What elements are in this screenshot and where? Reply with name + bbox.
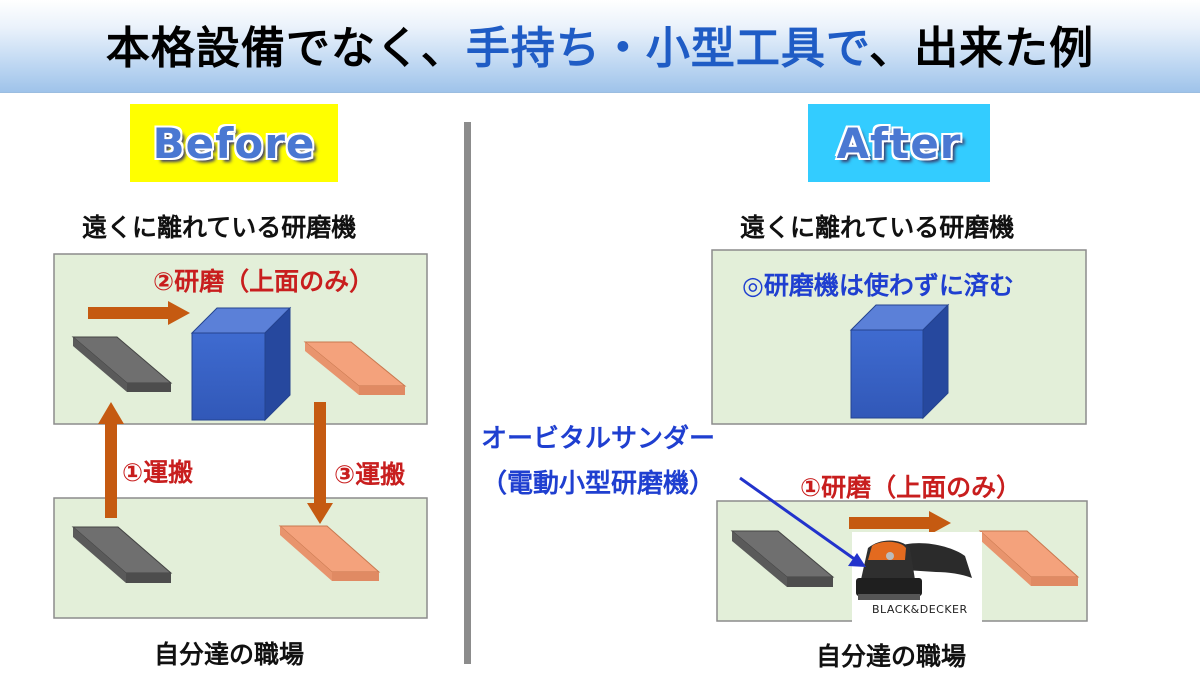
before-workplace-label: 自分達の職場 [154, 640, 305, 669]
grinder-cube-icon [190, 306, 292, 422]
orange-plate-icon [278, 525, 381, 581]
before-step1-label: ①運搬 [122, 458, 194, 487]
before-facility-label: 遠くに離れている研磨機 [82, 213, 357, 242]
title-part2: 、出来た例 [869, 23, 1095, 74]
arrow-icon [849, 511, 951, 535]
before-badge: Before [130, 104, 338, 182]
orbital-sander-icon [852, 532, 982, 622]
title-bar: 本格設備でなく、手持ち・小型工具で、出来た例 [0, 0, 1200, 93]
tool-brand-label: BLACK&DECKER [872, 603, 968, 616]
after-badge: After [808, 104, 990, 182]
arrow-icon [739, 476, 866, 567]
orange-plate-icon [303, 341, 407, 395]
gray-plate-icon [71, 526, 173, 583]
after-workplace-label: 自分達の職場 [816, 642, 967, 671]
gray-plate-icon [730, 530, 835, 587]
arrow-icon [88, 301, 190, 325]
after-facility-label: 遠くに離れている研磨機 [740, 213, 1015, 242]
slide-title: 本格設備でなく、手持ち・小型工具で、出来た例 [0, 12, 1200, 76]
before-step3-label: ③運搬 [334, 460, 406, 489]
gray-plate-icon [71, 336, 173, 392]
arrow-icon [98, 402, 124, 518]
title-highlight: 手持ち・小型工具で [465, 23, 870, 74]
grinder-cube-icon [849, 303, 950, 420]
orange-plate-icon [978, 530, 1080, 586]
after-note-label: ◎研磨機は使わずに済む [742, 271, 1014, 300]
before-step2-label: ②研磨（上面のみ） [153, 267, 375, 296]
tool-name-line1: オービタルサンダー [481, 424, 716, 454]
arrow-icon [307, 402, 333, 524]
title-part1: 本格設備でなく、 [105, 23, 466, 74]
divider [464, 122, 471, 664]
after-step1-label: ①研磨（上面のみ） [800, 473, 1022, 502]
tool-name-line2: （電動小型研磨機） [481, 469, 716, 499]
